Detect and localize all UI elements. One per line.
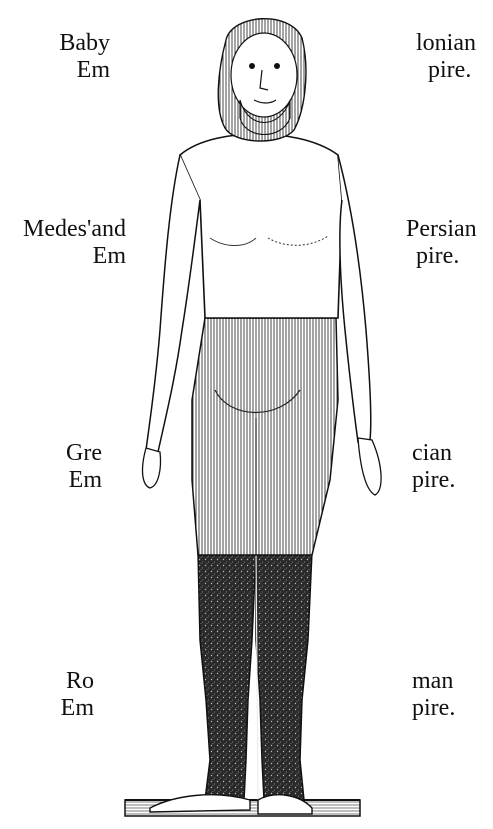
- label-medes-left: Medes'and Em: [6, 216, 126, 270]
- label-text: Em: [6, 243, 126, 270]
- label-grecian-left: Gre Em: [30, 440, 102, 494]
- label-babylonian-right: lonian pire.: [416, 30, 492, 84]
- thighs-brass: [192, 318, 338, 555]
- label-text: pire.: [406, 243, 492, 270]
- label-grecian-right: cian pire.: [412, 440, 492, 494]
- label-babylonian-left: Baby Em: [30, 30, 110, 84]
- head-gold: [218, 19, 306, 141]
- label-text: pire.: [416, 57, 492, 84]
- label-persian-right: Persian pire.: [406, 216, 492, 270]
- label-text: pire.: [412, 467, 492, 494]
- label-text: Medes'and: [6, 216, 126, 243]
- label-text: Persian: [406, 216, 492, 243]
- label-roman-right: man pire.: [412, 668, 492, 722]
- legs-iron: [198, 552, 312, 800]
- label-text: Ro: [30, 668, 94, 695]
- label-roman-left: Ro Em: [30, 668, 94, 722]
- torso-silver: [180, 134, 342, 318]
- label-text: Em: [30, 695, 94, 722]
- label-text: Em: [30, 467, 102, 494]
- label-text: pire.: [412, 695, 492, 722]
- label-text: cian: [412, 440, 492, 467]
- label-text: Baby: [30, 30, 110, 57]
- label-text: lonian: [416, 30, 492, 57]
- label-text: Gre: [30, 440, 102, 467]
- label-text: Em: [30, 57, 110, 84]
- label-text: man: [412, 668, 492, 695]
